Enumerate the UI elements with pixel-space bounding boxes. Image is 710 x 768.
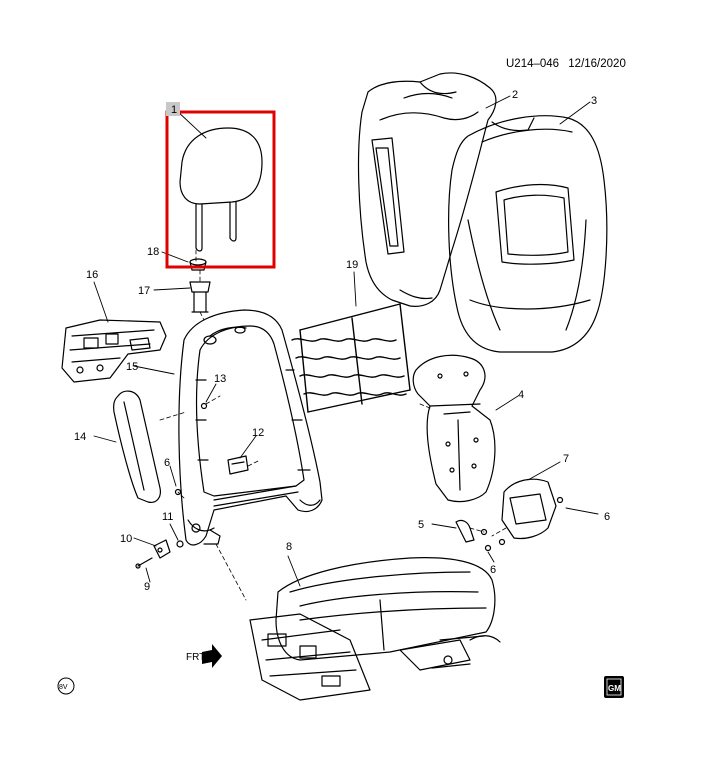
part-12-bracket [227, 455, 249, 475]
leader-lines [93, 95, 599, 587]
part-3-backrest-cushion [448, 115, 608, 353]
callout-9: 9 [144, 581, 150, 593]
callout-8: 8 [286, 541, 292, 553]
front-arrow-indicator: FRT [186, 644, 222, 668]
callout-7: 7 [563, 453, 569, 465]
part-2-rear-back-panel [357, 72, 497, 307]
part-11-bolt [176, 540, 184, 548]
callout-4: 4 [518, 389, 524, 401]
callout-6-bottom: 6 [490, 564, 496, 576]
svg-text:GM: GM [608, 684, 621, 693]
callout-19: 19 [346, 259, 358, 271]
part-16-lumbar-module [61, 319, 167, 383]
front-label: FRT [186, 652, 205, 663]
part-4-pad [412, 354, 496, 503]
callout-10: 10 [120, 533, 132, 545]
callout-17: 17 [138, 285, 150, 297]
callouts: 1 2 3 4 5 6 6 6 7 8 9 10 11 12 13 14 15 … [74, 89, 610, 593]
part-6-bolt-left [174, 488, 182, 496]
callout-18: 18 [147, 246, 159, 258]
callout-6-right: 6 [604, 511, 610, 523]
corner-badge-left: 8V [57, 677, 75, 695]
callout-11: 11 [162, 511, 173, 523]
part-17-headrest-guide [189, 281, 211, 313]
callout-1-tab [166, 102, 180, 116]
part-14-side-trim [113, 390, 161, 503]
front-arrow-icon [202, 644, 222, 668]
callout-15: 15 [126, 361, 138, 373]
diagram-header: U214–046 12/16/2020 [506, 58, 632, 70]
part-19-spring-mat [291, 303, 411, 413]
callout-16: 16 [86, 269, 98, 281]
callout-5: 5 [418, 519, 424, 531]
callout-13: 13 [214, 373, 226, 385]
callout-12: 12 [252, 427, 264, 439]
callout-14: 14 [74, 431, 86, 443]
part-7-side-shield [501, 478, 564, 540]
part-15-back-frame [178, 309, 323, 546]
callout-1: 1 [171, 104, 177, 116]
diagram-code: U214–046 [506, 58, 560, 70]
part-9-bolt [135, 557, 153, 569]
svg-text:8V: 8V [59, 684, 68, 691]
part-13-clip [200, 402, 208, 410]
highlight-box [165, 110, 276, 269]
callout-2: 2 [512, 89, 518, 101]
part-1-headrest [179, 127, 263, 252]
part-8-seat-cushion-adjuster [249, 557, 501, 701]
callout-6-left: 6 [164, 457, 170, 469]
callout-3: 3 [591, 95, 597, 107]
gm-logo-icon: GM [604, 676, 624, 698]
assembly-lines [159, 249, 507, 601]
part-10-bracket [153, 539, 171, 559]
part-5-lever [455, 519, 506, 552]
diagram-date: 12/16/2020 [568, 58, 626, 70]
